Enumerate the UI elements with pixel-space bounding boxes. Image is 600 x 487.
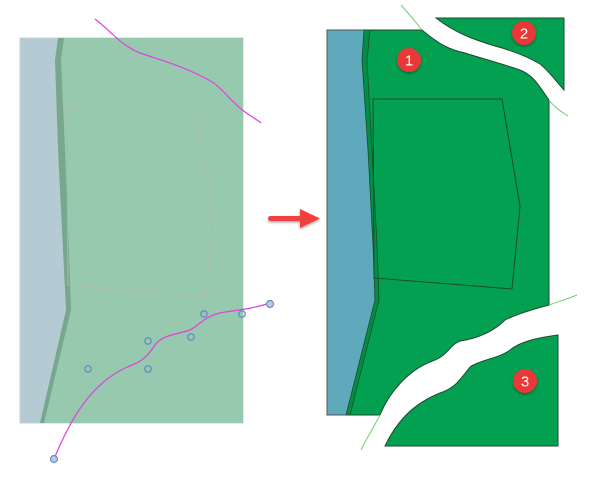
vertex-icon bbox=[144, 337, 152, 345]
endpoint-icon bbox=[49, 454, 59, 464]
vertex-icon bbox=[187, 333, 195, 341]
parcel-1 bbox=[346, 29, 550, 416]
vertex-icon bbox=[200, 310, 208, 318]
shore-strip bbox=[40, 38, 71, 423]
parcel-badge-2: 2 bbox=[512, 21, 536, 45]
parcel-badge-3: 3 bbox=[513, 369, 537, 393]
vertex-markers bbox=[84, 310, 246, 373]
parcel-badge-1: 1 bbox=[397, 48, 421, 72]
arrow-shaft bbox=[268, 216, 302, 221]
vertex-icon bbox=[84, 365, 92, 373]
before-panel bbox=[19, 18, 275, 464]
road-centerline-top bbox=[94, 18, 262, 124]
road-edge-line bbox=[360, 414, 381, 451]
badge-label: 3 bbox=[521, 374, 529, 391]
endpoint-icon bbox=[265, 299, 275, 309]
land-area bbox=[42, 38, 243, 423]
vertex-icon bbox=[238, 310, 246, 318]
road-edge-line bbox=[400, 4, 423, 31]
road-edge-line bbox=[548, 99, 569, 117]
arrow-head-icon bbox=[300, 209, 320, 228]
vertex-icon bbox=[144, 365, 152, 373]
badge-label: 1 bbox=[405, 53, 413, 70]
transform-arrow bbox=[268, 209, 320, 228]
after-panel: 1 2 3 bbox=[326, 4, 578, 451]
badge-label: 2 bbox=[520, 26, 528, 43]
inner-parcel-outline bbox=[66, 106, 214, 298]
endpoint-markers bbox=[49, 299, 275, 464]
inner-parcel-outline bbox=[372, 98, 521, 290]
road-edge-line bbox=[548, 294, 578, 306]
shore-strip bbox=[345, 29, 380, 416]
road-centerline-bottom bbox=[53, 302, 271, 460]
parcel-3 bbox=[384, 334, 559, 447]
